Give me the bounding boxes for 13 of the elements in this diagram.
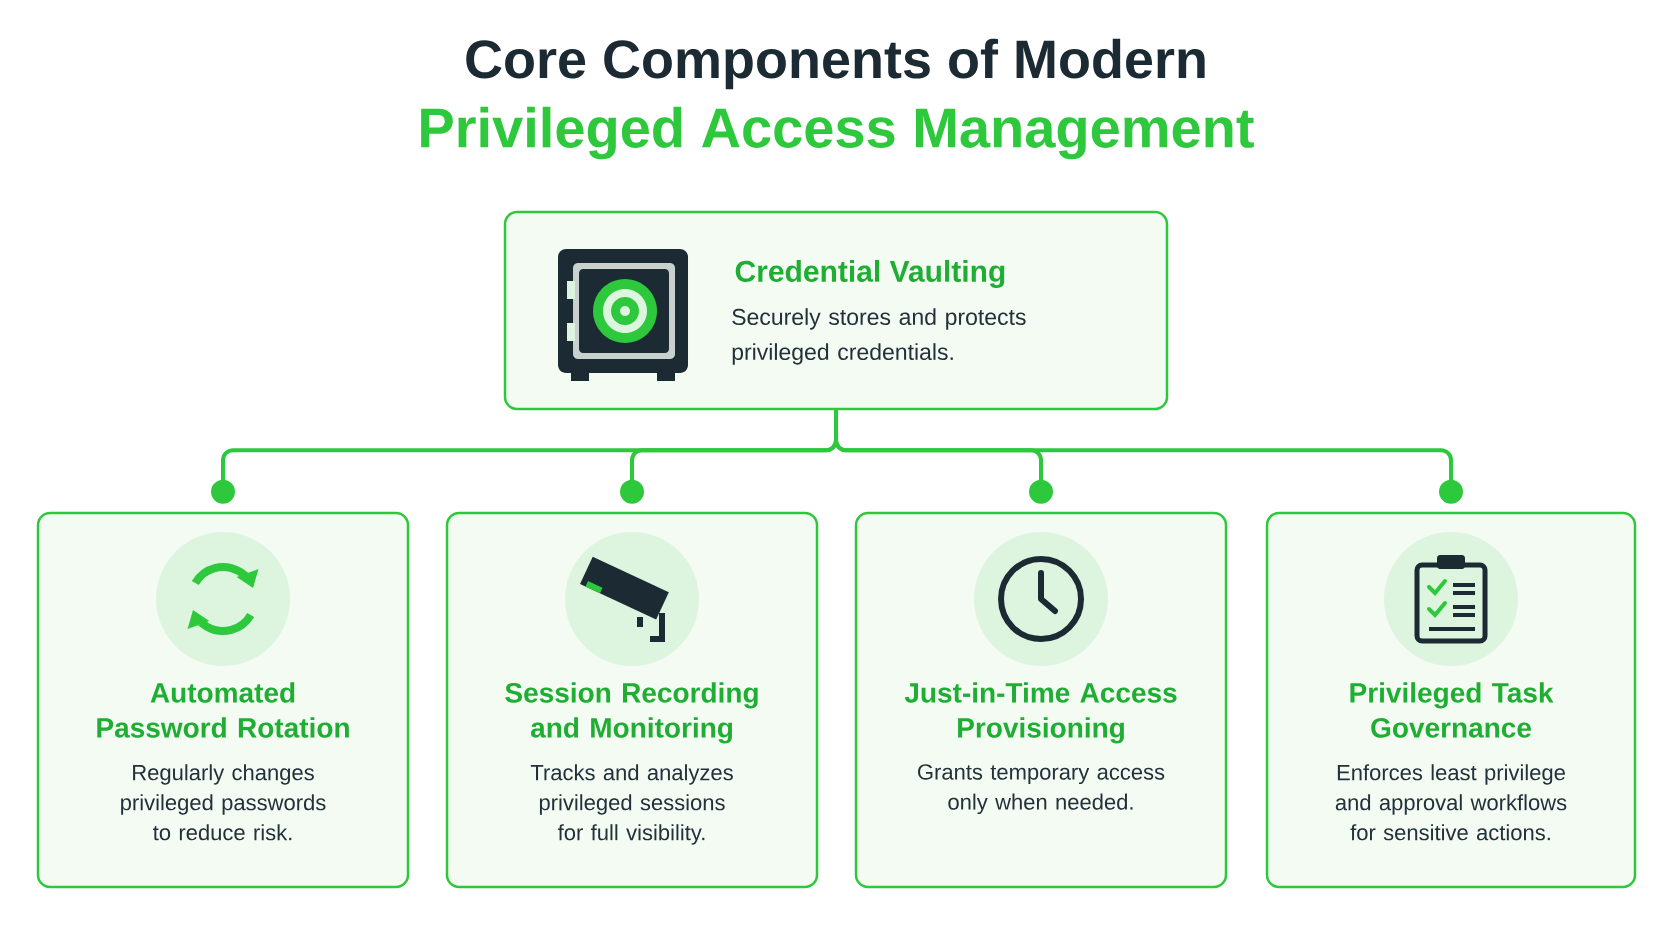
card-description: Grants temporary access only when needed. <box>918 764 1165 815</box>
card-description: Securely stores and protects privileged credentials. <box>732 308 1026 365</box>
card-heading: Automated Password Rotation <box>97 682 349 738</box>
card-heading: Privileged Task Governance <box>1350 682 1554 738</box>
connector <box>834 410 1463 504</box>
card-heading: Session Recording and Monitoring <box>505 682 758 744</box>
card-heading: Credential Vaulting <box>735 259 1005 289</box>
card-heading: Just-in-Time Access Provisioning <box>904 682 1177 744</box>
subtitle: Privileged Access Management <box>421 106 1254 160</box>
title: Core Components of Modern <box>466 38 1205 90</box>
card-description: Regularly changes privileged passwords to reduce risk. <box>121 764 326 841</box>
card-description: Enforces least privilege and approval workflows for sensitive actions. <box>1335 764 1567 841</box>
card-description: Tracks and analyzes privileged sessions for full visibility. <box>530 764 733 845</box>
